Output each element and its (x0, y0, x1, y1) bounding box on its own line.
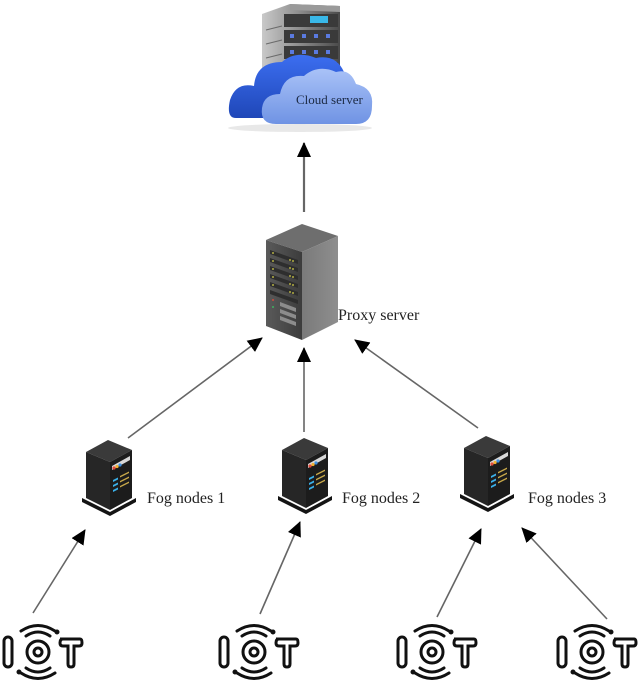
iot-device-3-icon (396, 624, 478, 680)
fog-node-2-label: Fog nodes 2 (342, 490, 421, 507)
edges (32, 142, 608, 620)
fog-node-1-label: Fog nodes 1 (147, 490, 226, 507)
fog-node-1-icon (82, 440, 136, 516)
fog-node-2-icon (278, 438, 332, 514)
edge-iot1-to-fog1 (32, 529, 86, 614)
iot-device-1-icon (2, 624, 84, 680)
cloud-server-label: Cloud server (296, 92, 363, 107)
cloud-server-icon (228, 4, 373, 132)
proxy-server-icon (266, 224, 338, 340)
fog-node-3-label: Fog nodes 3 (528, 490, 607, 507)
iot-device-4-icon (556, 624, 638, 680)
edge-iot2-to-fog2 (259, 521, 301, 615)
edge-iot3-to-fog3 (436, 528, 482, 618)
iot-device-2-icon (218, 624, 300, 680)
proxy-server-label: Proxy server (338, 307, 420, 324)
edge-iot4-to-fog3 (521, 527, 608, 620)
fog-node-3-icon (460, 436, 514, 512)
edge-fog1-to-proxy (127, 337, 263, 439)
edge-fog3-to-proxy (354, 339, 479, 429)
